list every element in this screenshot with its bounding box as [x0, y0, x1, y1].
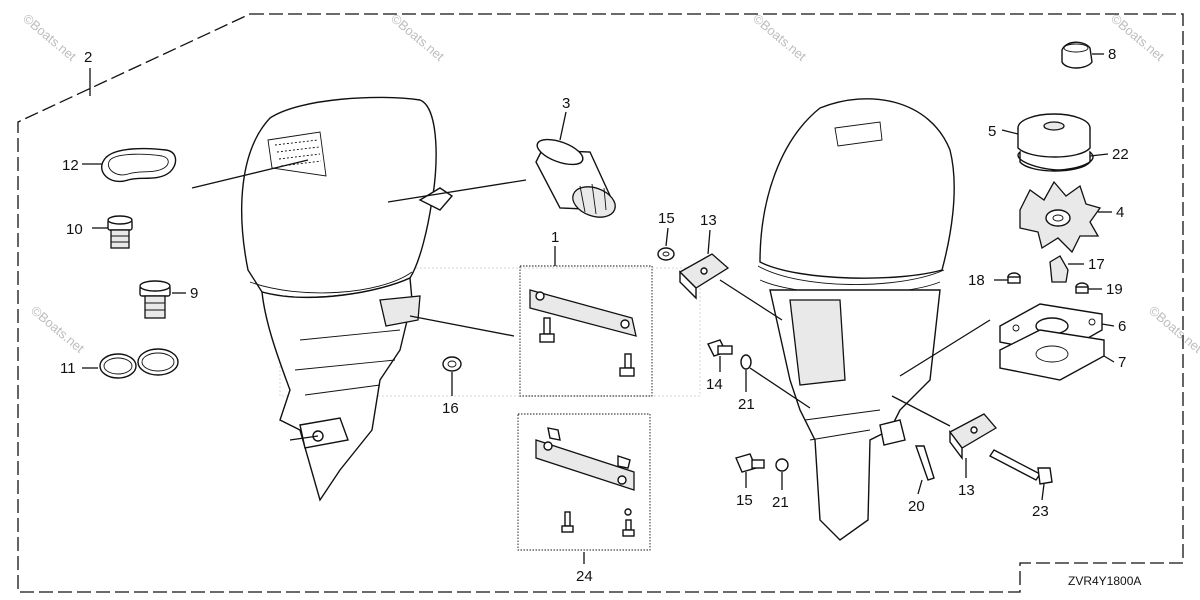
part-15-bolt[interactable]	[735, 453, 765, 473]
callout-15: 15	[736, 492, 753, 509]
part-8-grommet[interactable]	[1061, 41, 1093, 69]
callout-7: 7	[1118, 354, 1126, 371]
part-23-bolt[interactable]	[988, 449, 1053, 485]
watermark: ©Boats.net	[20, 11, 79, 64]
part-19-dowel-pin[interactable]	[1075, 282, 1089, 294]
callout-21: 21	[772, 494, 789, 511]
part-9-thermostat[interactable]	[139, 280, 171, 319]
leader-lines	[82, 53, 1115, 564]
callout-19: 19	[1106, 281, 1123, 298]
part-1-bolt[interactable]	[539, 317, 555, 343]
watermark: ©Boats.net	[750, 11, 809, 64]
watermarks: ©Boats.net ©Boats.net ©Boats.net ©Boats.…	[20, 11, 1200, 357]
part-13-anode-block[interactable]	[678, 253, 730, 300]
callout-13: 13	[958, 482, 975, 499]
part-18-key[interactable]	[1049, 255, 1069, 283]
part-22-pump-base[interactable]	[1017, 150, 1094, 172]
watermark: ©Boats.net	[1108, 11, 1167, 64]
callout-18: 17	[1088, 256, 1105, 273]
part-13-anode-block[interactable]	[949, 413, 997, 461]
callout-14: 14	[706, 376, 723, 393]
callout-17: 16	[442, 400, 459, 417]
part-3-oil-filter[interactable]	[534, 134, 619, 222]
part-10-thermostat[interactable]	[107, 215, 133, 249]
diagram-code: ZVR4Y1800A	[1068, 574, 1141, 588]
callout-8: 8	[1108, 46, 1116, 63]
part-11-o-rings[interactable]	[99, 348, 179, 379]
callout-21: 21	[738, 396, 755, 413]
part-14-bolt[interactable]	[707, 339, 733, 357]
callout-1: 1	[551, 229, 559, 246]
part-17-washer[interactable]	[442, 356, 462, 372]
callout-3: 3	[562, 95, 570, 112]
part-4-impeller[interactable]	[1019, 180, 1102, 254]
callout-5: 5	[988, 123, 996, 140]
callout-13: 13	[700, 212, 717, 229]
part-1-bolt[interactable]	[619, 353, 635, 377]
part-24-anode-kit-box	[517, 413, 651, 551]
outboard-engine-left	[241, 96, 454, 502]
outboard-engine-right	[757, 98, 955, 541]
watermark: ©Boats.net	[1146, 303, 1200, 356]
callout-19: 18	[968, 272, 985, 289]
callouts: 2 3 1 12 10 9 11 15 13 14 21 16 16 15 15…	[60, 46, 1129, 585]
part-1-anode-kit-box	[519, 265, 653, 397]
callout-6: 6	[1118, 318, 1126, 335]
part-12-gasket[interactable]	[101, 147, 177, 183]
part-24-anode-plate[interactable]	[535, 427, 635, 491]
part-1-anode-plate[interactable]	[529, 289, 637, 337]
callout-24: 24	[576, 568, 593, 585]
part-21-washer[interactable]	[740, 354, 752, 370]
callout-12: 12	[62, 157, 79, 174]
kit-outline-border	[17, 13, 1184, 593]
callout-9: 9	[190, 285, 198, 302]
part-20-pin[interactable]	[915, 445, 935, 481]
callout-2: 2	[84, 49, 92, 66]
part-24-bolt[interactable]	[561, 511, 574, 533]
part-16-nut[interactable]	[657, 247, 675, 261]
callout-16: 15	[658, 210, 675, 227]
callout-11: 11	[60, 360, 76, 377]
part-24-bolt[interactable]	[622, 508, 635, 537]
callout-4: 4	[1116, 204, 1124, 221]
watermark: ©Boats.net	[28, 303, 87, 356]
part-5-pump-housing[interactable]	[1017, 113, 1091, 158]
callout-10: 10	[66, 221, 83, 238]
part-19-dowel-pin[interactable]	[1007, 272, 1021, 284]
callout-22: 22	[1112, 146, 1129, 163]
part-21-washer[interactable]	[775, 458, 789, 472]
callout-23: 23	[1032, 503, 1049, 520]
callout-20: 20	[908, 498, 925, 515]
watermark: ©Boats.net	[388, 11, 447, 64]
